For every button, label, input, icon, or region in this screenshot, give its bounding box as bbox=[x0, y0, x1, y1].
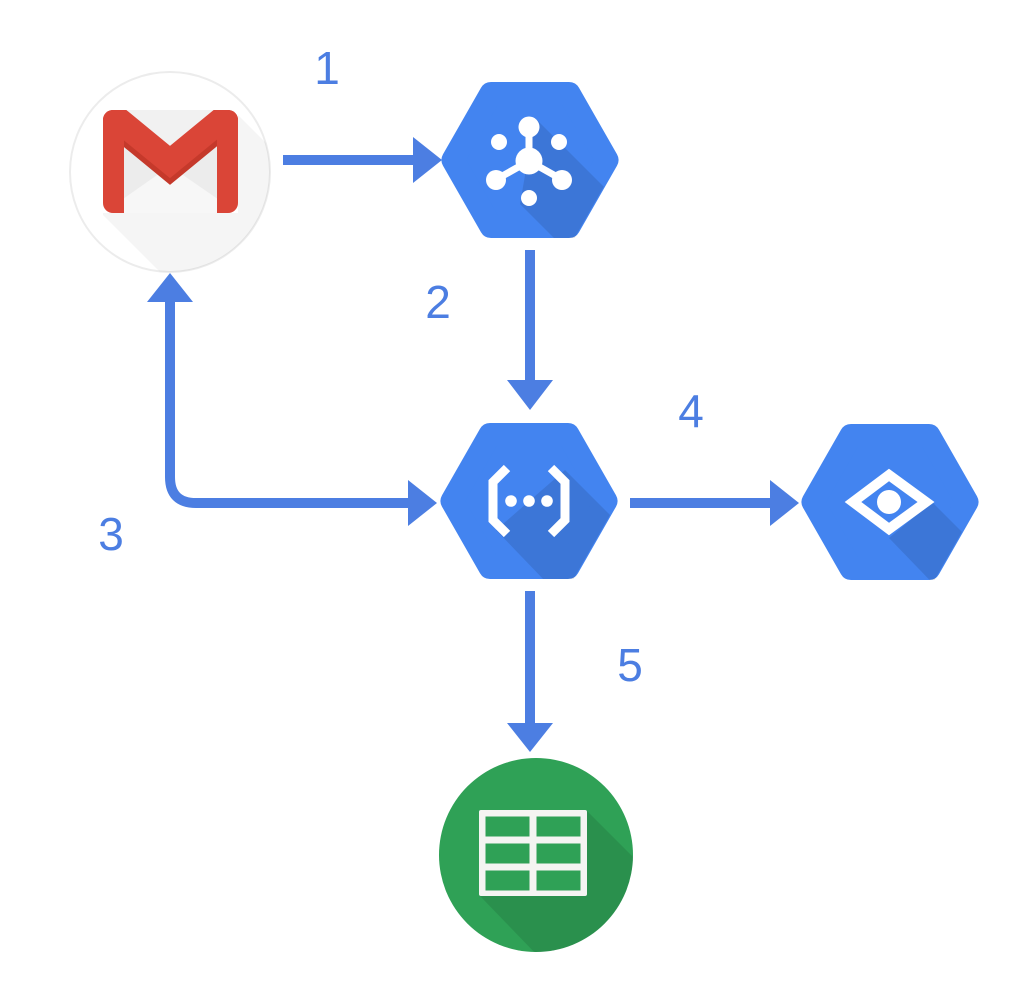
step-label-1: 1 bbox=[314, 42, 340, 94]
arrow-head bbox=[413, 137, 442, 183]
arrow-head bbox=[507, 723, 553, 752]
envelope-right-bar bbox=[217, 110, 238, 213]
cloud-functions-icon bbox=[440, 423, 618, 579]
sheets-table-glyph bbox=[479, 810, 587, 896]
arrow-step-3 bbox=[147, 273, 437, 526]
google-sheets-icon bbox=[439, 758, 633, 952]
step-label-3: 3 bbox=[98, 508, 124, 560]
arrow-step-5 bbox=[507, 591, 553, 752]
hexagon-inner-shadow bbox=[889, 502, 979, 580]
step-label-2: 2 bbox=[425, 276, 451, 328]
gmail-envelope bbox=[103, 110, 238, 213]
arrow-head-right bbox=[408, 480, 437, 526]
arrow-head-up bbox=[147, 273, 193, 302]
arrow-step-2 bbox=[507, 250, 553, 410]
arrow-head bbox=[507, 380, 553, 410]
cloud-pubsub-icon bbox=[441, 82, 619, 238]
cloud-vision-icon bbox=[801, 424, 979, 580]
step-label-4: 4 bbox=[678, 385, 704, 437]
envelope-m bbox=[103, 110, 238, 179]
step-label-5: 5 bbox=[617, 639, 643, 691]
envelope-left-bar bbox=[103, 110, 124, 213]
arrow-head bbox=[770, 480, 799, 526]
arrow-shaft bbox=[165, 301, 409, 508]
vision-eye-glyph bbox=[844, 468, 935, 536]
gmail-icon bbox=[69, 71, 271, 273]
envelope-fold-bottom bbox=[103, 166, 238, 213]
functions-glyph bbox=[488, 464, 570, 538]
arrow-step-1 bbox=[283, 137, 442, 183]
pubsub-glyph bbox=[486, 116, 572, 206]
hexagon-inner-shadow bbox=[520, 118, 619, 238]
hexagon-inner-shadow bbox=[496, 470, 618, 579]
arrow-step-4 bbox=[630, 480, 799, 526]
